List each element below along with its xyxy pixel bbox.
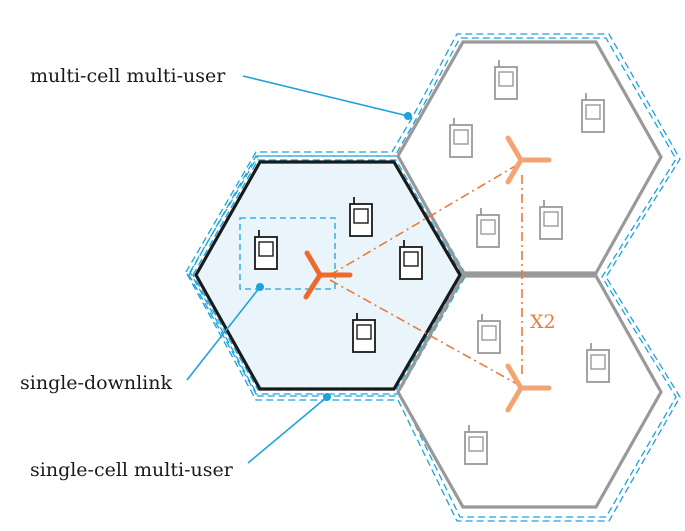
mobile-device-icon — [494, 59, 518, 100]
single-downlink-leader — [186, 286, 261, 381]
multi-cell-boundary-outer — [185, 33, 681, 522]
neighbor-cell-top — [396, 40, 663, 275]
multi-cell-callout-dot — [404, 112, 412, 120]
mobile-device-icon — [464, 424, 488, 465]
single-cell-boundary-outer — [188, 155, 467, 395]
base-station-icon — [303, 250, 353, 300]
single-cell-callout-dot — [323, 393, 331, 401]
single-cell-leader — [247, 396, 328, 464]
mobile-device-icon — [539, 199, 563, 240]
single-downlink-callout-dot — [256, 283, 264, 291]
mobile-device-icon — [581, 92, 605, 133]
single-downlink-label: single-downlink — [20, 372, 172, 394]
multi-cell-label: multi-cell multi-user — [30, 65, 226, 87]
single-cell-label: single-cell multi-user — [30, 459, 234, 481]
mobile-device-icon — [476, 207, 500, 248]
base-station-icon — [505, 363, 552, 413]
single-downlink-box — [239, 217, 336, 290]
x2-label: X2 — [530, 311, 556, 333]
neighbor-cell-bottom — [396, 274, 663, 509]
link-to-bottom-station — [329, 279, 518, 385]
multi-cell-leader — [242, 75, 409, 117]
mobile-device-icon — [449, 117, 473, 158]
mobile-device-icon — [477, 313, 501, 354]
link-to-top-station — [329, 164, 518, 276]
base-station-icon — [505, 135, 552, 185]
mobile-device-icon — [586, 342, 610, 383]
